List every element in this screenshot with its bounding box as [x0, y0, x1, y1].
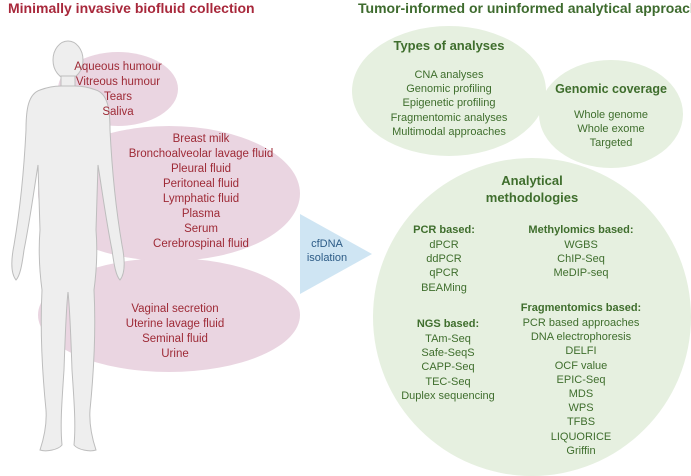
- method-item: DELFI: [565, 345, 597, 358]
- analytical-title-line: Analytical: [501, 173, 563, 188]
- pcr-based-list: dPCR ddPCR qPCR BEAMing: [404, 238, 484, 295]
- types-of-analyses-title: Types of analyses: [393, 38, 505, 53]
- method-item: MDS: [568, 388, 594, 401]
- biofluid-item: Serum: [184, 223, 218, 235]
- biofluid-item: Lymphatic fluid: [162, 193, 240, 205]
- analysis-type-item: Genomic profiling: [406, 83, 492, 96]
- method-item: Safe-SeqS: [421, 347, 475, 360]
- analysis-type-item: Epigenetic profiling: [402, 97, 496, 110]
- ngs-based-list: TAm-Seq Safe-SeqS CAPP-Seq TEC-Seq Duple…: [398, 332, 498, 403]
- left-heading: Minimally invasive biofluid collection: [8, 0, 255, 16]
- biofluid-item: Uterine lavage fluid: [125, 318, 225, 330]
- methylomics-based-title: Methylomics based:: [528, 224, 634, 236]
- method-item: qPCR: [429, 267, 459, 280]
- genomic-coverage-blob: [539, 60, 683, 168]
- method-item: OCF value: [554, 359, 608, 372]
- biofluid-item: Seminal fluid: [142, 333, 208, 345]
- method-item: Griffin: [566, 444, 596, 457]
- fragmentomics-based-title: Fragmentomics based:: [520, 302, 642, 314]
- arrow-label-line: cfDNA: [311, 238, 343, 250]
- biofluid-item: Breast milk: [172, 133, 230, 145]
- biofluid-item: Tears: [103, 91, 133, 103]
- types-of-analyses-blob: [352, 26, 546, 156]
- method-item: BEAMing: [421, 281, 467, 294]
- analysis-type-item: Fragmentomic analyses: [390, 111, 508, 124]
- biofluid-item: Saliva: [102, 106, 134, 118]
- biofluid-item: Aqueous humour: [74, 61, 162, 73]
- analysis-type-item: Multimodal approaches: [392, 125, 506, 138]
- arrow-label-line: isolation: [306, 252, 348, 264]
- method-item: DNA electrophoresis: [530, 331, 632, 344]
- arrow-label: cfDNA isolation: [300, 237, 354, 265]
- method-item: TAm-Seq: [425, 333, 471, 345]
- biofluid-list-1: Aqueous humour Vitreous humour Tears Sal…: [58, 60, 178, 120]
- method-item: WPS: [568, 402, 594, 415]
- coverage-item: Whole exome: [577, 123, 645, 136]
- cfdna-arrow: [300, 214, 372, 294]
- method-item: LIQUORICE: [550, 430, 612, 443]
- method-item: Duplex sequencing: [401, 389, 495, 402]
- types-of-analyses-list: CNA analyses Genomic profiling Epigeneti…: [352, 68, 546, 139]
- genomic-coverage-list: Whole genome Whole exome Targeted: [539, 108, 683, 151]
- method-item: MeDIP-seq: [553, 267, 609, 280]
- biofluid-item: Peritoneal fluid: [162, 178, 240, 190]
- analytical-title-line: methodologies: [485, 190, 579, 205]
- right-heading: Tumor-informed or uninformed analytical …: [358, 0, 691, 16]
- method-item: ddPCR: [426, 253, 462, 266]
- biofluid-item: Pleural fluid: [170, 163, 232, 175]
- genomic-coverage-title: Genomic coverage: [555, 82, 667, 96]
- biofluid-item: Cerebrospinal fluid: [153, 238, 249, 250]
- method-item: TEC-Seq: [425, 375, 471, 388]
- analysis-type-item: CNA analyses: [414, 69, 484, 81]
- biofluid-item: Bronchoalveolar lavage fluid: [128, 148, 274, 160]
- method-item: EPIC-Seq: [556, 373, 606, 386]
- analytical-methodologies-title: Analytical methodologies: [442, 172, 622, 206]
- methylomics-based-list: WGBS ChIP-Seq MeDIP-seq: [526, 238, 636, 281]
- biofluid-list-3: Vaginal secretion Uterine lavage fluid S…: [100, 302, 250, 362]
- method-item: ChIP-Seq: [557, 253, 605, 266]
- fragmentomics-based-list: PCR based approaches DNA electrophoresis…: [520, 316, 642, 458]
- biofluid-list-2: Breast milk Bronchoalveolar lavage fluid…: [110, 132, 292, 252]
- analytical-methodologies-blob: [373, 158, 691, 476]
- human-body-illustration: [11, 40, 125, 452]
- method-item: CAPP-Seq: [421, 361, 475, 374]
- biofluid-item: Vitreous humour: [75, 76, 161, 88]
- ngs-based-title: NGS based:: [416, 318, 480, 330]
- biofluid-item: Urine: [161, 348, 189, 360]
- method-item: TFBS: [566, 416, 596, 429]
- coverage-item: Whole genome: [574, 109, 648, 121]
- coverage-item: Targeted: [589, 137, 633, 150]
- method-item: PCR based approaches: [522, 317, 640, 329]
- method-item: WGBS: [564, 239, 598, 251]
- method-item: dPCR: [429, 239, 459, 251]
- biofluid-item: Vaginal secretion: [131, 303, 219, 315]
- pcr-based-title: PCR based:: [413, 224, 475, 236]
- biofluid-item: Plasma: [181, 208, 221, 220]
